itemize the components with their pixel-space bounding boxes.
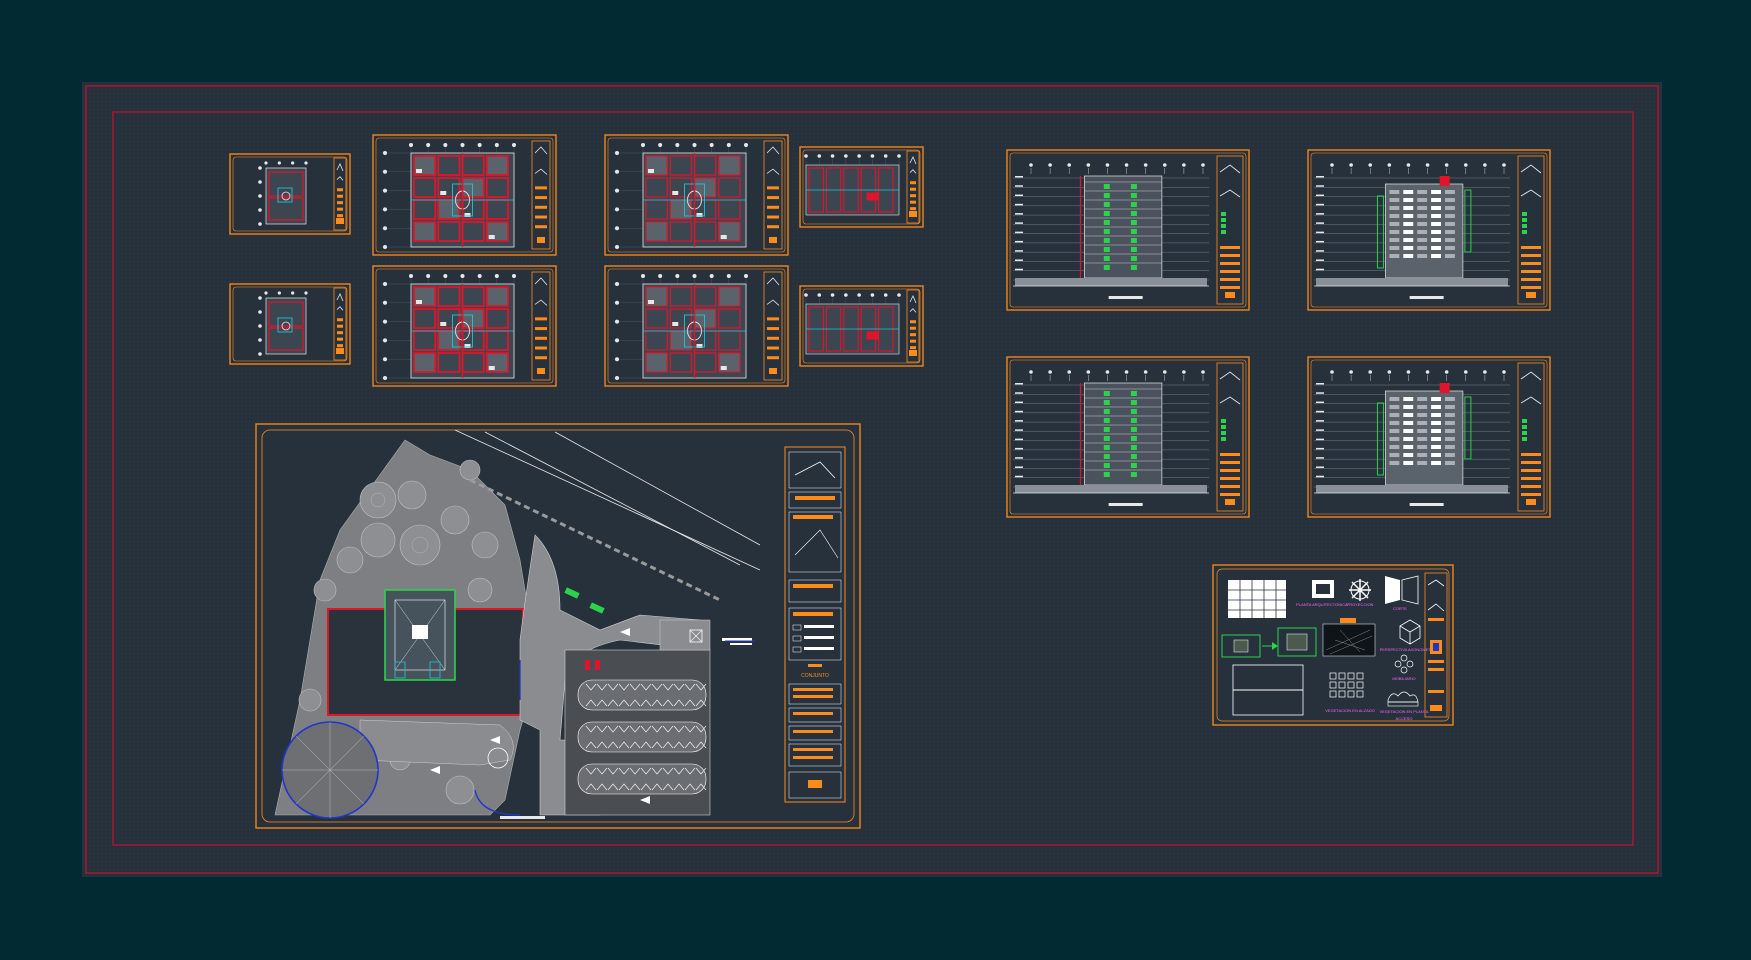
site-plan-title-block: CONJUNTO — [784, 446, 846, 803]
symbol-label-proyeccion: PROYECCION — [1347, 602, 1374, 607]
symbol-label-planta: PLANTA ARQUITECTONICA — [1296, 602, 1348, 607]
site-trees — [289, 459, 510, 805]
sheet-floor-plan-3[interactable] — [604, 134, 789, 256]
sheet-small-plan-2[interactable] — [229, 283, 351, 365]
outer-border — [85, 85, 1659, 874]
sheet-symbols-legend[interactable]: PLANTA ARQUITECTONICA PROYECCION CORTE P… — [1212, 564, 1454, 726]
sheet-floor-plan-4[interactable] — [604, 265, 789, 387]
sheet-elevation-4[interactable] — [1307, 356, 1551, 518]
sheet-elevation-1[interactable] — [1006, 149, 1250, 311]
site-flow-arrows — [430, 628, 650, 804]
sheet-elevation-3[interactable] — [1006, 356, 1250, 518]
symbol-label-perspectiva: PERSPECTIVA AXONOMETRICA — [1380, 647, 1441, 652]
sheet-site-plan[interactable]: CONJUNTO — [255, 423, 861, 829]
sheet-section-plan-2[interactable] — [799, 285, 924, 367]
sheet-elevation-2[interactable] — [1307, 149, 1551, 311]
site-parking — [564, 619, 711, 816]
symbol-label-corte: CORTE — [1393, 606, 1407, 611]
site-road — [454, 429, 761, 602]
symbol-label-vegetacion-alzado: VEGETACION EN ALZADO — [1325, 708, 1375, 713]
symbol-label-acceso: ACCESO — [1396, 716, 1413, 721]
sheet-floor-plan-2[interactable] — [372, 265, 557, 387]
sheet-small-plan-1[interactable] — [229, 153, 351, 235]
site-plan-legend-title: CONJUNTO — [801, 673, 829, 679]
symbol-label-vegetacion-planta: VEGETACION EN PLANTA — [1380, 709, 1429, 714]
sheet-section-plan-1[interactable] — [799, 146, 924, 228]
symbol-label-mobiliario: MOBILIARIO — [1392, 676, 1415, 681]
inner-border — [112, 111, 1634, 846]
sheet-floor-plan-1[interactable] — [372, 134, 557, 256]
site-plaza — [281, 660, 521, 819]
